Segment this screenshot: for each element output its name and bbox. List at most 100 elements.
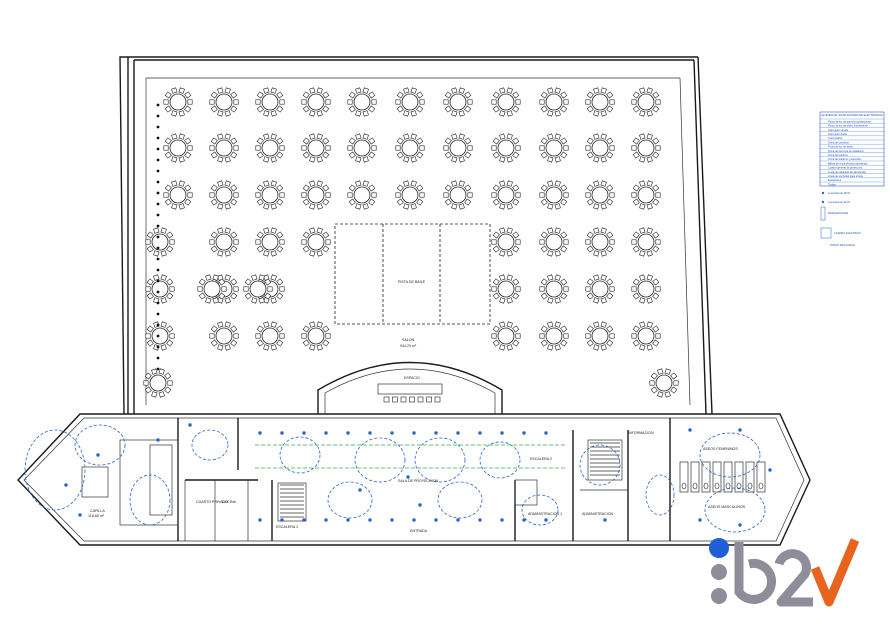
circuit-arc bbox=[479, 441, 521, 479]
round-table bbox=[197, 274, 227, 304]
legend-row: Punto de luz de techo bbox=[828, 145, 854, 149]
ceiling-light bbox=[390, 518, 394, 522]
round-table bbox=[255, 87, 285, 117]
foyer-chair bbox=[426, 396, 432, 403]
wall-light-point bbox=[156, 180, 160, 184]
legend-footer-4: PUNTO DE ACCESO bbox=[830, 243, 855, 247]
wall-light-point bbox=[156, 257, 160, 261]
legend-footer-1: Luminaria de 36 W bbox=[828, 200, 850, 204]
round-table bbox=[443, 133, 473, 163]
circuit-arc bbox=[279, 436, 321, 474]
foyer-chair bbox=[434, 396, 441, 403]
electric-point bbox=[738, 523, 742, 527]
wall-lights-column bbox=[156, 103, 160, 371]
round-table bbox=[145, 227, 175, 257]
ceiling-light bbox=[368, 431, 372, 435]
wall-light-point bbox=[156, 202, 160, 206]
wall-light-point bbox=[156, 246, 160, 250]
dance-floor: PISTA DE BAILE bbox=[334, 223, 491, 325]
round-table bbox=[209, 180, 239, 210]
logo-check-v bbox=[810, 538, 860, 607]
ceiling-light bbox=[434, 431, 438, 435]
circuit-arc bbox=[24, 429, 86, 511]
circuit-arc bbox=[579, 444, 621, 486]
legend-row: Interruptor simple bbox=[828, 128, 849, 132]
round-table bbox=[255, 133, 285, 163]
round-table bbox=[539, 87, 569, 117]
legend: LEYENDA DE INSTALACIONES DE ELECTRICIDAD… bbox=[819, 111, 885, 247]
wall-light-point bbox=[156, 114, 160, 118]
wall-light-point bbox=[156, 103, 160, 107]
ceiling-light bbox=[390, 431, 394, 435]
wall-light-point bbox=[156, 345, 160, 349]
round-table bbox=[585, 180, 615, 210]
toilet-stall bbox=[690, 461, 700, 493]
electric-point bbox=[96, 453, 100, 457]
electric-point bbox=[698, 518, 702, 522]
legend-row: Interruptor doble bbox=[828, 132, 848, 136]
banquet-tables bbox=[143, 87, 679, 398]
ceiling-light bbox=[302, 518, 306, 522]
round-table bbox=[301, 321, 331, 351]
round-table bbox=[395, 180, 425, 210]
ceiling-light bbox=[544, 431, 548, 435]
electric-point bbox=[768, 468, 772, 472]
logo-letter-b bbox=[734, 542, 777, 604]
round-table bbox=[585, 133, 615, 163]
legend-footer-0: Luminaria de 18 W bbox=[828, 191, 850, 195]
round-table bbox=[163, 133, 193, 163]
round-table bbox=[209, 227, 239, 257]
round-table bbox=[255, 227, 285, 257]
round-table bbox=[209, 133, 239, 163]
ceiling-light bbox=[478, 518, 482, 522]
legend-row: Conmutador bbox=[828, 136, 842, 140]
ceiling-light bbox=[500, 518, 504, 522]
hall-label: SALON bbox=[402, 338, 415, 342]
ceiling-light bbox=[258, 518, 262, 522]
round-table bbox=[631, 321, 661, 351]
lower-wing-walls bbox=[17, 413, 811, 546]
round-table bbox=[491, 87, 521, 117]
foyer-chair bbox=[383, 396, 390, 403]
b2v-logo bbox=[709, 538, 860, 607]
wall-light-point bbox=[156, 356, 160, 360]
round-table bbox=[163, 180, 193, 210]
ceiling-light bbox=[368, 518, 372, 522]
room-label-stair1: ESCALERA 1 bbox=[276, 525, 298, 529]
round-table bbox=[143, 368, 173, 398]
toilet-bowl bbox=[758, 482, 764, 490]
wall-light-point bbox=[156, 169, 160, 173]
legend-row: Extractores bbox=[828, 178, 842, 182]
electric-point bbox=[738, 428, 742, 432]
round-table bbox=[347, 180, 377, 210]
ceiling-light bbox=[456, 518, 460, 522]
hall-walls bbox=[119, 56, 713, 415]
legend-row: Linea de cableado de alumbrado bbox=[828, 170, 866, 174]
round-table bbox=[539, 274, 569, 304]
wall-light-point bbox=[156, 235, 160, 239]
electric-point bbox=[406, 475, 410, 479]
round-table bbox=[539, 180, 569, 210]
dance-floor-label: PISTA DE BAILE bbox=[398, 280, 426, 284]
wall-light-point bbox=[156, 224, 160, 228]
round-table bbox=[491, 180, 521, 210]
legend-row: Bases de enchufe para alumbrado bbox=[828, 161, 868, 165]
foyer-chair bbox=[417, 396, 424, 403]
round-table bbox=[539, 133, 569, 163]
electric-point bbox=[603, 518, 607, 522]
electric-point bbox=[188, 423, 192, 427]
entrance-label: ENTRADA bbox=[410, 529, 428, 533]
round-table bbox=[585, 274, 615, 304]
wall-light-point bbox=[156, 323, 160, 327]
legend-row: Toma de telefono y television bbox=[828, 157, 862, 161]
ceiling-light bbox=[412, 518, 416, 522]
round-table bbox=[539, 321, 569, 351]
round-table bbox=[301, 227, 331, 257]
circuit-arc bbox=[521, 494, 559, 526]
toilet-bowl bbox=[692, 482, 698, 490]
wall-light-point bbox=[156, 213, 160, 217]
ceiling-light bbox=[280, 518, 284, 522]
wall-light-point bbox=[156, 290, 160, 294]
wall-light-point bbox=[156, 158, 160, 162]
